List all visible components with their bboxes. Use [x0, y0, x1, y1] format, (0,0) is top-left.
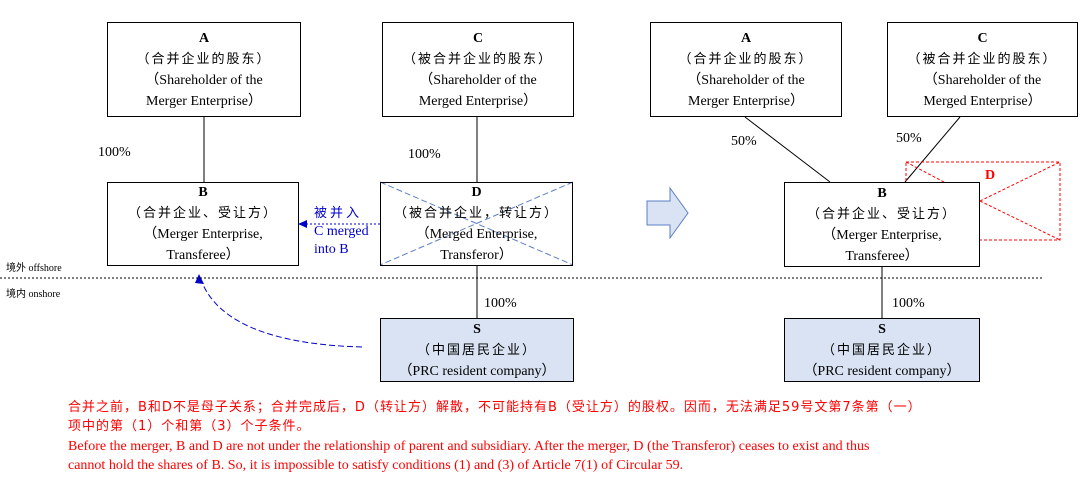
line-c-b-right [904, 116, 961, 183]
left-box-s: S （中国居民企业） （PRC resident company） [380, 318, 574, 382]
right-c-cn: （被合并企业的股东） [907, 51, 1058, 67]
right-c-en1: （Shareholder of the [923, 72, 1042, 88]
merge-note-en2: into B [314, 242, 349, 257]
right-box-c: C （被合并企业的股东） （Shareholder of the Merged … [887, 22, 1078, 117]
right-pct-a-b: 50% [731, 134, 757, 149]
left-a-en2: Merger Enterprise） [146, 93, 262, 109]
merge-note-cn: 被并入 [314, 206, 363, 221]
merge-note: 被并入 C merged into B [314, 205, 369, 259]
left-d-en1: （Merged Enterprise, [415, 227, 538, 242]
merge-note-en1: C merged [314, 224, 369, 239]
s-to-b-curve [200, 279, 363, 348]
right-box-s: S （中国居民企业） （PRC resident company） [784, 318, 980, 382]
left-box-d: D （被合并企业，转让方） （Merged Enterprise, Transf… [380, 182, 573, 266]
transition-arrow [646, 186, 689, 240]
left-c-letter: C [472, 30, 484, 46]
note-en-line-1: Before the merger, B and D are not under… [68, 439, 870, 454]
note-cn-line-2: 项中的第（1）个和第（3）个子条件。 [68, 419, 311, 434]
onshore-label: 境内 onshore [6, 289, 60, 301]
right-b-letter: B [877, 185, 887, 201]
right-s-letter: S [878, 321, 886, 337]
note-en-line-2: cannot hold the shares of B. So, it is i… [68, 458, 684, 473]
right-c-en2: Merged Enterprise） [923, 93, 1042, 109]
right-a-letter: A [740, 30, 752, 46]
left-box-b: B （合并企业、受让方） （Merger Enterprise, Transfe… [107, 182, 299, 266]
left-d-en2: Transferor） [440, 248, 513, 263]
merge-arrow-head [298, 220, 307, 228]
right-c-letter: C [977, 30, 988, 46]
right-b-en2: Transferee） [845, 248, 919, 264]
right-pct-b-s: 100% [892, 296, 925, 311]
right-b-en1: （Merger Enterprise, [822, 227, 942, 243]
d-ghost-line-2 [979, 200, 1061, 241]
right-box-a: A （合并企业的股东） （Shareholder of the Merger E… [650, 22, 842, 117]
left-s-letter: S [473, 321, 481, 337]
d-cross-line-2 [379, 181, 574, 266]
left-box-a: A （合并企业的股东） （Shareholder of the Merger E… [107, 22, 301, 117]
left-a-en1: （Shareholder of the [145, 72, 263, 88]
left-c-cn: （被合并企业的股东） [402, 51, 553, 67]
right-box-b: B （合并企业、受让方） （Merger Enterprise, Transfe… [784, 182, 980, 267]
left-b-en2: Transferee） [166, 248, 240, 263]
left-pct-a-b: 100% [98, 145, 131, 160]
right-b-cn: （合并企业、受让方） [806, 206, 957, 222]
left-a-letter: A [198, 30, 210, 46]
left-d-cn: （被合并企业，转让方） [393, 206, 559, 221]
left-a-cn: （合并企业的股东） [136, 51, 272, 67]
left-box-c: C （被合并企业的股东） （Shareholder of the Merged … [382, 22, 574, 117]
right-s-en1: （PRC resident company） [803, 363, 961, 379]
left-b-cn: （合并企业、受让方） [127, 206, 278, 221]
d-ghost-line-3 [905, 161, 981, 202]
left-s-en1: （PRC resident company） [398, 363, 556, 379]
onshore-cn: 境内 [6, 289, 26, 300]
offshore-cn: 境外 [6, 263, 26, 274]
d-cross-line-1 [379, 181, 574, 266]
right-a-en1: （Shareholder of the [687, 72, 805, 88]
left-b-en1: （Merger Enterprise, [143, 227, 263, 242]
left-pct-d-s: 100% [484, 296, 517, 311]
offshore-label: 境外 offshore [6, 263, 62, 275]
right-s-cn: （中国居民企业） [821, 342, 942, 358]
left-d-letter: D [471, 185, 482, 200]
right-pct-c-b: 50% [896, 131, 922, 146]
s-to-b-curve-head [195, 274, 204, 284]
note-cn-line-1: 合并之前，B和D不是母子关系；合并完成后，D（转让方）解散，不可能持有B（受让方… [68, 400, 922, 415]
right-d-ghost-label: D [985, 168, 996, 183]
left-pct-c-d: 100% [408, 147, 441, 162]
line-a-b-right [744, 116, 831, 183]
left-c-en2: Merged Enterprise） [418, 93, 538, 109]
onshore-en: onshore [28, 289, 61, 300]
right-a-en2: Merger Enterprise） [688, 93, 804, 109]
right-a-cn: （合并企业的股东） [678, 51, 814, 67]
offshore-en: offshore [28, 263, 62, 274]
left-s-cn: （中国居民企业） [416, 342, 537, 358]
left-b-letter: B [198, 185, 208, 200]
left-c-en1: （Shareholder of the [419, 72, 537, 88]
